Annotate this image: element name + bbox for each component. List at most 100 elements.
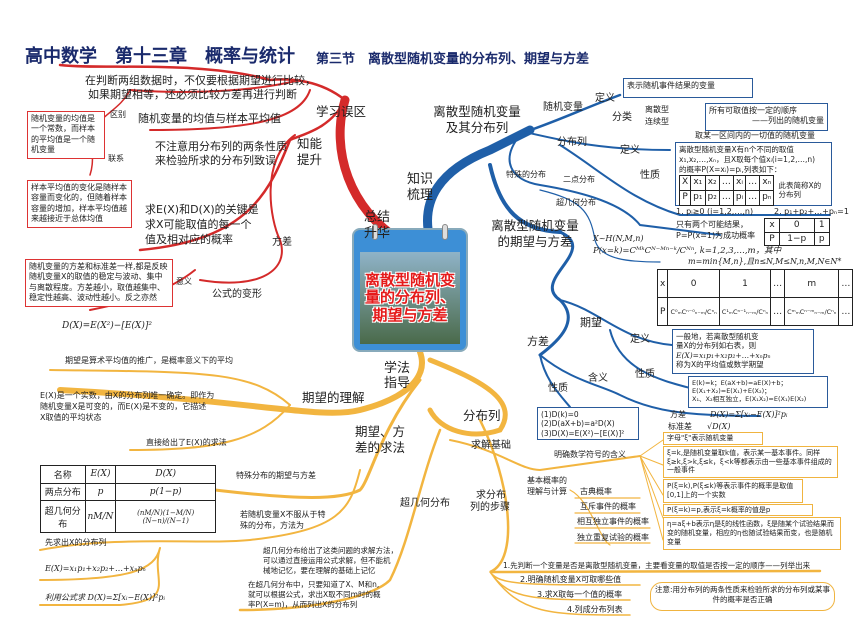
exp-def-4: 称为X的平均值或数学期望 bbox=[676, 360, 764, 370]
step-4: 4.列成分布列表 bbox=[567, 605, 623, 614]
table-cell: p(1−p) bbox=[115, 482, 216, 502]
symbol-box-3: P(ξ=k),P(ξ≤k)等表示事件的概率是取值[0,1]上的一个实数 bbox=[663, 479, 803, 503]
table-cell: x₁ bbox=[690, 175, 706, 191]
exp-note-1: 期望是算术平均值的推广，是概率意义下的平均 bbox=[65, 356, 233, 365]
table-cell: pᵢ bbox=[732, 189, 747, 206]
node-two-point: 二点分布 bbox=[563, 175, 595, 184]
red-branch-mistake2 bbox=[149, 89, 311, 131]
red-branch-ability bbox=[138, 98, 347, 252]
table-cell: p₂ bbox=[704, 189, 720, 206]
var-prop-1: (1)D(k)=0 bbox=[541, 410, 579, 419]
step-b: E(X)=x₁p₁+x₂p₂+…+xₙpₙ bbox=[45, 564, 146, 573]
not-special-2: 殊的分布，方法为 bbox=[240, 521, 304, 530]
basic-prob-2: 理解与计算 bbox=[527, 487, 567, 496]
dist-box: 离散型随机变量X有n个不同的取值 x₁,x₂,…,xₙ，且X取每个值xᵢ(i=1… bbox=[675, 142, 832, 206]
symbol-box-2: ξ=k,是随机变量取k值，表示某一基本事件。同样ξ≥k,ξ>k,ξ≤k，ξ<k等… bbox=[663, 445, 838, 478]
step-1: 1.先判断一个变量是否是离散型随机变量，主要看变量的取值是否按一定的顺序——列举… bbox=[503, 561, 811, 570]
prob-independent: 相互独立事件的概率 bbox=[577, 517, 649, 526]
table-cell: (nM/N)(1−M/N)(N−n)/(N−1) bbox=[115, 500, 216, 533]
hyper-note-2a: 在超几何分布中，只要知道了X、M和n, bbox=[248, 580, 380, 589]
meaning-box: 随机变量的方差和标准差一样,都是反映随机变量X的取值的稳定与波动、集中与离散程度… bbox=[25, 259, 173, 307]
node-symbols: 明确数学符号的含义 bbox=[554, 450, 626, 459]
symbol-box-4: P(ξ=k)=p,表示ξ=k概率的值是p bbox=[663, 503, 813, 517]
yellow-branch-substeps bbox=[489, 571, 641, 616]
table-cell: m bbox=[784, 269, 840, 298]
table-cell: 超几何分布 bbox=[40, 500, 86, 533]
blue-branch-dist bbox=[524, 131, 671, 151]
blue-branch-ev bbox=[488, 163, 562, 234]
node-rv-dist: 离散型随机变量及其分布列 bbox=[433, 104, 521, 135]
var-prop-2: (2)D(aX+b)=a²D(X) bbox=[541, 419, 615, 429]
branch-knowledge: 知识梳理 bbox=[406, 172, 433, 203]
node-mean-vs-sample: 随机变量的均值与样本平均值 bbox=[138, 112, 281, 125]
prob-exclusive: 互斥事件的概率 bbox=[580, 502, 636, 511]
blue-branch-var-prop bbox=[539, 354, 571, 408]
page-title: 高中数学 第十三章 概率与统计 bbox=[25, 46, 295, 67]
label-continuous: 连续型 bbox=[645, 117, 669, 126]
blue-branch-var bbox=[538, 230, 575, 357]
exp-prop-1: E(k)=k；E(aX+b)=aE(X)+b； bbox=[692, 379, 787, 387]
exp-def-2: 量X的分布列如右表，则 bbox=[676, 341, 757, 351]
central-topic-title: 离散型随机变量的分布列、期望与方差 bbox=[364, 271, 455, 324]
node-methods: 期望、方差的求法 bbox=[355, 424, 406, 455]
exp-def-1: 一般地，若离散型随机变 bbox=[676, 332, 759, 341]
table-cell: 1 bbox=[718, 269, 772, 298]
yellow-branch-notspecial bbox=[39, 469, 361, 551]
node-mistake2-2: 来检验所求的分布列致误 bbox=[155, 154, 276, 167]
yellow-branch-dist bbox=[427, 357, 508, 437]
node-rv: 随机变量 bbox=[543, 102, 583, 113]
symbol-box-5: η=aξ+b表示η是ξ的线性函数，ξ是随某个试验结果而变的随机变量，相应的η也随… bbox=[663, 517, 841, 550]
yellow-branch-symbols bbox=[639, 439, 664, 541]
table-cell: … bbox=[770, 269, 786, 298]
table-cell: … bbox=[718, 175, 734, 191]
node-steps-title-2: 列的步骤 bbox=[470, 502, 510, 513]
yellow-branch-basis bbox=[449, 439, 641, 472]
node-variance: 方差 bbox=[527, 335, 549, 348]
yellow-branch-steps-a bbox=[39, 547, 161, 606]
basic-prob-1: 基本概率的 bbox=[527, 476, 567, 485]
hyper-note-1b: 可以通过直接运用公式求解，但不能机 bbox=[263, 556, 391, 565]
var-formula: D(X)=Σ[xᵢ−E(X)]²pᵢ bbox=[710, 410, 788, 419]
blue-branch-hyper bbox=[539, 189, 661, 263]
blue-branch-prop bbox=[559, 144, 831, 216]
not-special-1: 若随机变量X不服从于特 bbox=[240, 510, 326, 519]
hyper-formula: P(x=k)=CᴹᵏCᴺ⁻ᴹⁿ⁻ᵏ/Cᴺⁿ, k=1,2,3,…,m，其中 bbox=[593, 246, 782, 256]
step-3: 3.求X取每一个值的概率 bbox=[537, 590, 623, 599]
node-steps-title-1: 求分布 bbox=[476, 490, 506, 501]
table-cell: p₁ bbox=[690, 189, 706, 206]
table-cell: 0 bbox=[779, 218, 815, 233]
label-exp-prop: 性质 bbox=[635, 369, 655, 380]
step-a: 先求出X的分布列 bbox=[45, 538, 107, 547]
table-cell: C⁰ₘCⁿ⁻⁰ₙ₋ₘ/Cⁿₙ bbox=[667, 297, 720, 326]
table-cell: 名称 bbox=[40, 465, 86, 484]
step-2: 2.明确随机变量X可取哪些值 bbox=[520, 575, 622, 584]
continuous-text: 取某一区间内的一切值的随机变量 bbox=[695, 131, 815, 140]
label-dist-def: 定义 bbox=[620, 145, 640, 156]
table-cell: x₂ bbox=[704, 175, 720, 191]
node-ev-var: 离散型随机变量的期望与方差 bbox=[491, 218, 579, 249]
node-special-ev: 特殊分布的期望与方差 bbox=[236, 471, 316, 480]
two-point-text-2: P=P(x=1)为成功概率 bbox=[676, 231, 756, 240]
branch-summary: 总结升华 bbox=[363, 210, 390, 241]
calendar-ring-icon bbox=[442, 224, 448, 240]
node-basis: 求解基础 bbox=[471, 440, 511, 451]
formula-variance: D(X)=E(X²)−[E(X)]² bbox=[62, 321, 152, 331]
table-cell: 1 bbox=[813, 218, 831, 233]
table-cell: … bbox=[838, 269, 854, 298]
table-cell: p bbox=[84, 482, 117, 502]
link-box: 样本平均值的变化是随样本容量而变化的，但随着样本容量的增加，样本平均值越来越接近… bbox=[27, 180, 132, 228]
def-box: 表示随机事件结果的变量 bbox=[623, 78, 753, 98]
table-cell: D(X) bbox=[115, 465, 216, 484]
table-cell: xₙ bbox=[759, 175, 775, 191]
table-cell: nM/N bbox=[84, 500, 117, 533]
hyper-note-2c: 率P(X=m)，从而列出X的分布列 bbox=[248, 600, 358, 609]
label-classify: 分类 bbox=[612, 112, 632, 123]
yellow-main-branch bbox=[57, 349, 425, 416]
two-point-text-1: 只有两个可能结果， bbox=[676, 220, 748, 229]
node-variance-red: 方差 bbox=[272, 237, 292, 248]
exp-def-box: 一般地，若离散型随机变 量X的分布列如右表，则 E(X)=x₁p₁+x₂p₂+…… bbox=[672, 329, 814, 374]
table-cell: P bbox=[763, 231, 781, 246]
